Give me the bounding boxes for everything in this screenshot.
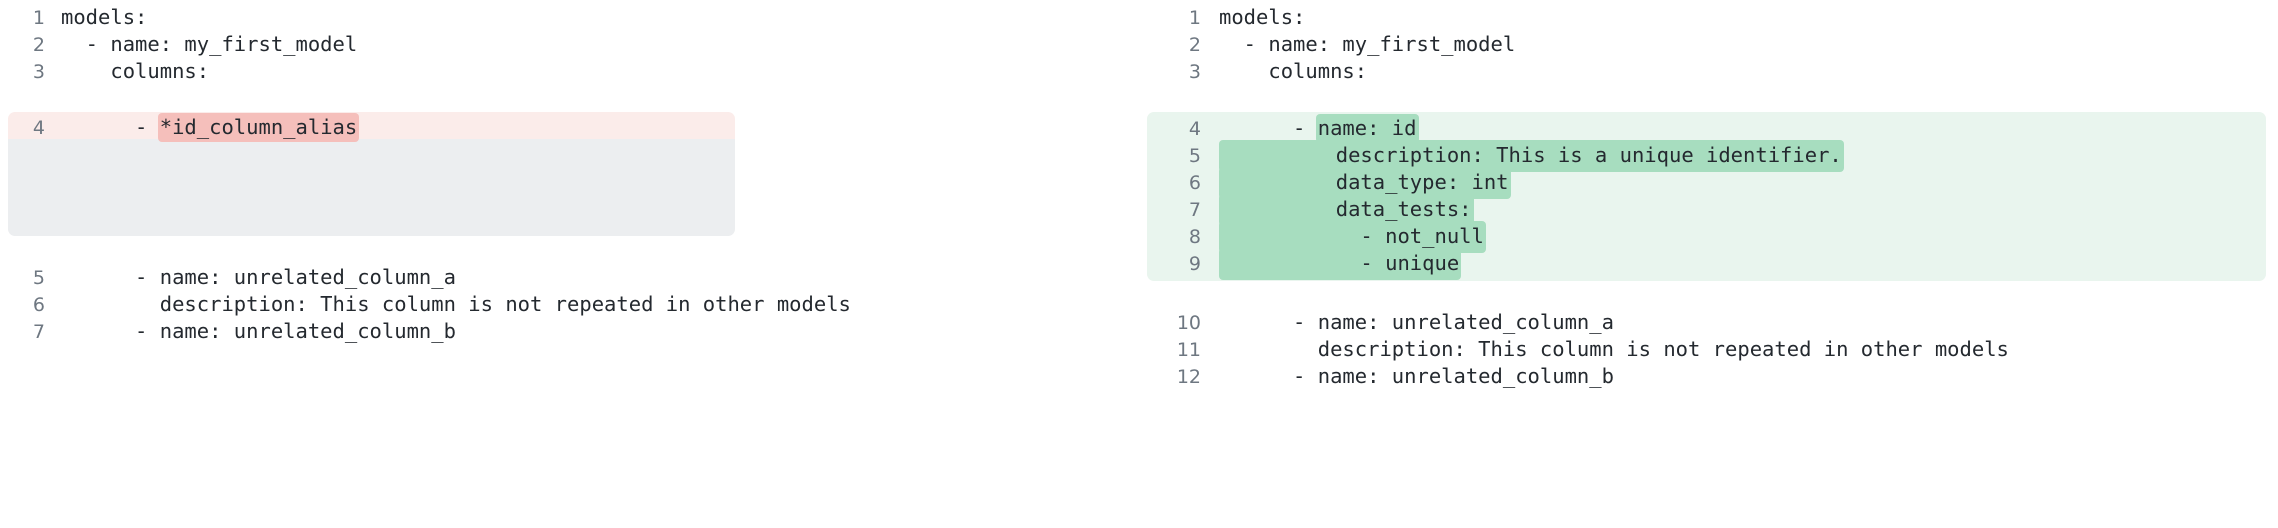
code-text[interactable]: - name: unrelated_column_b: [61, 319, 456, 343]
line-number[interactable]: 12: [1176, 366, 1201, 388]
line-number[interactable]: 8: [1188, 226, 1201, 248]
diff-line-row-deleted: 4 - *id_column_alias: [8, 112, 735, 142]
diff-line-row-added: 5 description: This is a unique identifi…: [1147, 140, 2266, 172]
code-text[interactable]: - name: my_first_model: [61, 32, 358, 56]
diff-line-row: 11 description: This column is not repea…: [1139, 336, 2278, 363]
added-word-highlight: name: id: [1315, 114, 1419, 143]
diff-added-block: 4 - name: id 5 description: This is a un…: [1147, 112, 2266, 281]
diff-line-row: 1 models:: [0, 4, 1139, 31]
line-number[interactable]: 1: [32, 7, 45, 29]
line-number[interactable]: 5: [1188, 145, 1201, 167]
diff-line-row-added: 4 - name: id: [1147, 114, 2266, 143]
code-text[interactable]: - unique: [1201, 248, 2266, 280]
code-text[interactable]: columns:: [61, 59, 210, 83]
code-text[interactable]: description: This column is not repeated…: [61, 292, 851, 316]
diff-line-row: 6 description: This column is not repeat…: [0, 291, 1139, 318]
blank-row: [0, 85, 1139, 112]
line-number[interactable]: 2: [1188, 34, 1201, 56]
diff-line-row-added: 9 - unique: [1147, 248, 2266, 280]
diff-empty-placeholder: [8, 139, 735, 236]
code-text[interactable]: - *id_column_alias: [45, 113, 735, 142]
line-number[interactable]: 10: [1176, 312, 1201, 334]
line-number[interactable]: 4: [1188, 118, 1201, 140]
diff-line-row: 5 - name: unrelated_column_a: [0, 264, 1139, 291]
diff-line-row: 2 - name: my_first_model: [1139, 31, 2278, 58]
diff-line-row: 7 - name: unrelated_column_b: [0, 318, 1139, 345]
code-text[interactable]: models:: [61, 5, 148, 29]
code-text[interactable]: - name: my_first_model: [1219, 32, 1516, 56]
added-word-highlight: description: This is a unique identifier…: [1219, 140, 1844, 172]
line-number[interactable]: 4: [32, 117, 45, 139]
blank-row: [1139, 85, 2278, 112]
code-text[interactable]: description: This column is not repeated…: [1219, 337, 2009, 361]
code-prefix: -: [1219, 116, 1318, 140]
line-number[interactable]: 7: [32, 321, 45, 343]
diff-pane-before: 1 models: 2 - name: my_first_model 3 col…: [0, 4, 1139, 345]
diff-line-row: 2 - name: my_first_model: [0, 31, 1139, 58]
diff-line-row: 10 - name: unrelated_column_a: [1139, 309, 2278, 336]
line-number[interactable]: 6: [32, 294, 45, 316]
line-number[interactable]: 3: [1188, 61, 1201, 83]
code-text[interactable]: - not_null: [1201, 221, 2266, 253]
diff-line-row: 3 columns:: [0, 58, 1139, 85]
diff-line-row: 3 columns:: [1139, 58, 2278, 85]
code-text[interactable]: - name: id: [1201, 114, 2266, 143]
diff-line-row: 12 - name: unrelated_column_b: [1139, 363, 2278, 390]
added-word-highlight: - not_null: [1219, 221, 1486, 253]
line-number[interactable]: 5: [32, 267, 45, 289]
blank-row: [0, 236, 1139, 264]
line-number[interactable]: 3: [32, 61, 45, 83]
deleted-word-highlight: *id_column_alias: [157, 113, 360, 142]
code-text[interactable]: columns:: [1219, 59, 1368, 83]
line-number[interactable]: 2: [32, 34, 45, 56]
code-prefix: -: [61, 115, 160, 139]
diff-line-row-added: 8 - not_null: [1147, 221, 2266, 253]
added-word-highlight: data_type: int: [1219, 167, 1511, 199]
diff-line-row-added: 6 data_type: int: [1147, 167, 2266, 199]
line-number[interactable]: 1: [1188, 7, 1201, 29]
blank-row: [1139, 281, 2278, 309]
diff-line-row: 1 models:: [1139, 4, 2278, 31]
diff-pane-after: 1 models: 2 - name: my_first_model 3 col…: [1139, 0, 2278, 528]
line-number[interactable]: 6: [1188, 172, 1201, 194]
added-word-highlight: data_tests:: [1219, 194, 1474, 226]
line-number[interactable]: 7: [1188, 199, 1201, 221]
code-text[interactable]: - name: unrelated_column_b: [1219, 364, 1614, 388]
code-text[interactable]: description: This is a unique identifier…: [1201, 140, 2266, 172]
code-text[interactable]: - name: unrelated_column_a: [61, 265, 456, 289]
code-text[interactable]: data_type: int: [1201, 167, 2266, 199]
code-text[interactable]: - name: unrelated_column_a: [1219, 310, 1614, 334]
added-word-highlight: - unique: [1219, 248, 1462, 280]
diff-line-row-added: 7 data_tests:: [1147, 194, 2266, 226]
code-text[interactable]: models:: [1219, 5, 1306, 29]
line-number[interactable]: 11: [1176, 339, 1201, 361]
code-text[interactable]: data_tests:: [1201, 194, 2266, 226]
line-number[interactable]: 9: [1188, 253, 1201, 275]
